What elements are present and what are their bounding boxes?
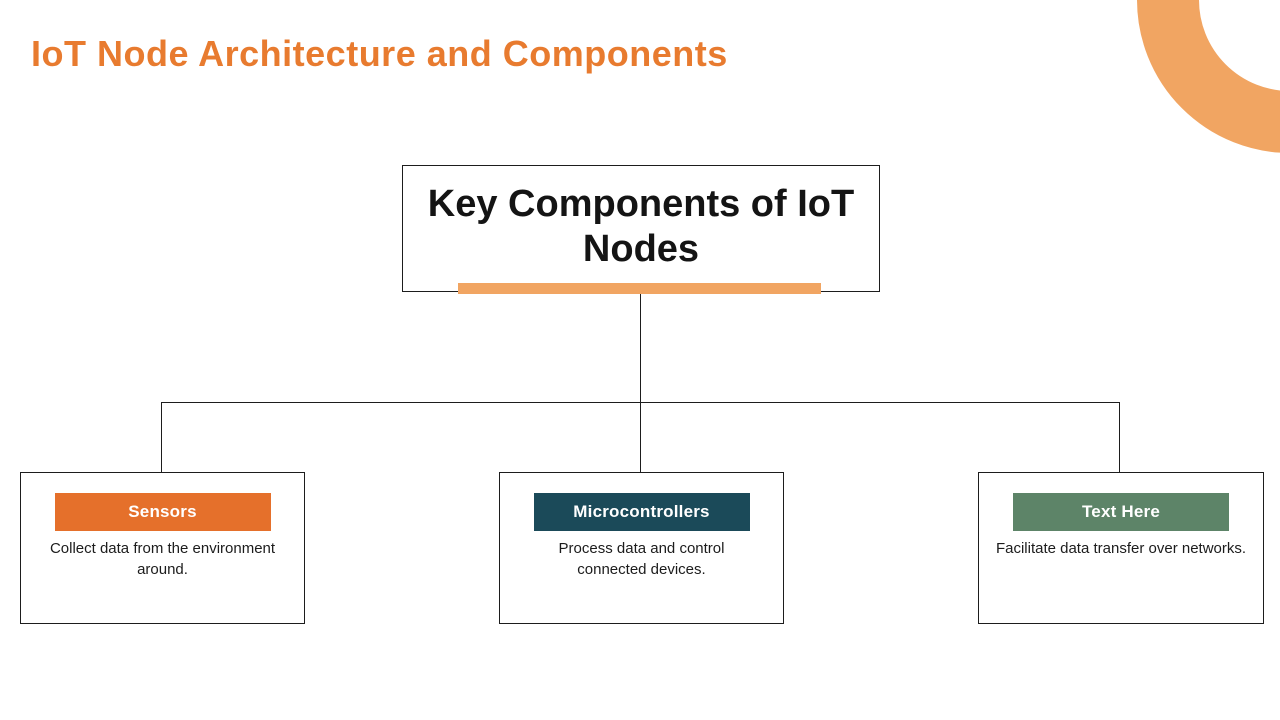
corner-ring-decoration bbox=[1137, 0, 1280, 153]
node-header-label-microcontrollers: Microcontrollers bbox=[573, 502, 710, 521]
node-header-label-text-here: Text Here bbox=[1081, 502, 1161, 521]
node-description-text-here: Facilitate data transfer over networks. bbox=[995, 540, 1247, 557]
node-header-label-sensors: Sensors bbox=[128, 502, 197, 521]
connector-line-vertical-right bbox=[1119, 402, 1120, 472]
node-header-text-here: Text Here bbox=[1013, 493, 1229, 531]
connector-line-vertical-left bbox=[161, 402, 162, 472]
node-box-microcontrollers: Microcontrollers Process data and contro… bbox=[499, 472, 784, 624]
connector-line-horizontal bbox=[161, 402, 1120, 403]
node-header-microcontrollers: Microcontrollers bbox=[533, 493, 750, 531]
connector-line-vertical-center bbox=[640, 294, 641, 472]
root-accent-bar bbox=[458, 283, 821, 294]
node-description-sensors: Collect data from the environment around… bbox=[49, 540, 276, 578]
node-box-sensors: Sensors Collect data from the environmen… bbox=[20, 472, 305, 624]
node-description-microcontrollers: Process data and control connected devic… bbox=[558, 540, 725, 578]
node-header-sensors: Sensors bbox=[54, 493, 271, 531]
root-node-box: Key Components of IoT Nodes bbox=[402, 165, 880, 292]
node-box-text-here: Text Here Facilitate data transfer over … bbox=[978, 472, 1264, 624]
page-title: IoT Node Architecture and Components bbox=[31, 33, 728, 74]
root-node-label: Key Components of IoT Nodes bbox=[427, 182, 855, 270]
